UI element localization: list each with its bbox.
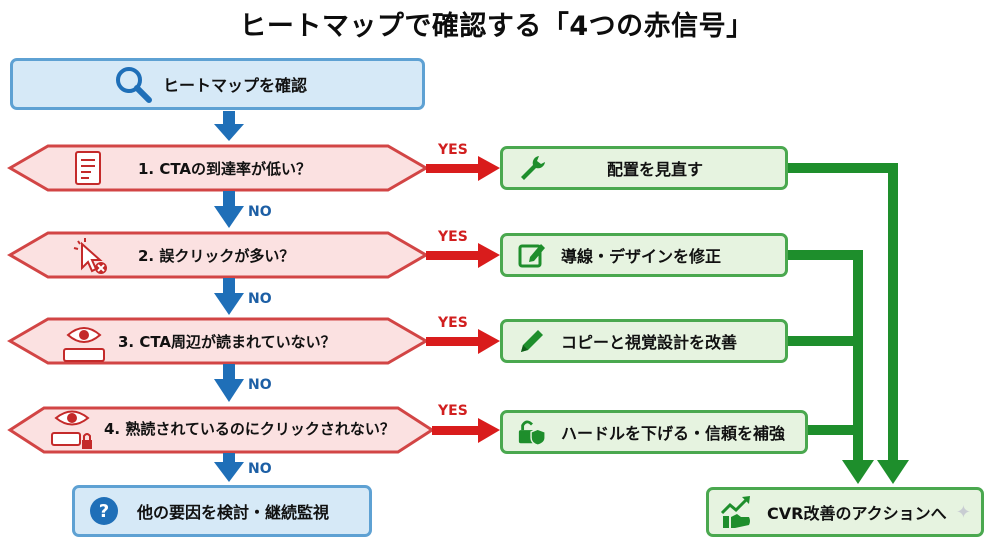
pencil-icon [517,326,547,356]
sparkle-icon: ✦ [955,502,971,523]
no-arrows [214,111,244,482]
action-4-label: ハードルを下げる・信頼を補強 [561,424,786,443]
edit-icon [517,240,547,270]
green-connectors [788,163,898,462]
result-box: CVR改善のアクションへ ✦ [706,487,984,537]
decision-4: 4. 熟読されているのにクリックされない？ [48,406,395,450]
start-label: ヒートマップを確認 [163,76,308,95]
no-label-4: NO [248,461,272,477]
action-3: コピーと視覚設計を改善 [500,319,788,363]
wrench-icon [517,153,547,183]
action-3-label: コピーと視覚設計を改善 [561,333,738,352]
decision-2-label: 2. 誤クリックが多い？ [138,246,295,265]
cursor-error-icon [70,236,110,276]
start-box: ヒートマップを確認 [10,58,425,110]
decision-1-label: 1. CTAの到達率が低い？ [138,159,312,178]
result-label: CVR改善のアクションへ [767,504,947,523]
action-2: 導線・デザインを修正 [500,233,788,277]
svg-text:?: ? [99,501,109,522]
growth-hand-icon [719,495,753,529]
no-label-2: NO [248,291,272,307]
decision-4-label: 4. 熟読されているのにクリックされない？ [104,419,395,438]
eye-button-icon [60,321,108,365]
no-label-3: NO [248,377,272,393]
no-label-1: NO [248,204,272,220]
document-icon [72,149,106,187]
action-4: ハードルを下げる・信頼を補強 [500,410,808,454]
end-box: ? 他の要因を検討・継続監視 [72,485,372,537]
yes-arrows [426,156,500,443]
decision-3-label: 3. CTA周辺が読まれていない？ [118,332,336,351]
yes-label-1: YES [438,142,468,158]
action-2-label: 導線・デザインを修正 [561,247,722,266]
yes-label-2: YES [438,229,468,245]
decision-2: 2. 誤クリックが多い？ [73,235,295,275]
magnifier-icon [113,64,153,104]
page-title: ヒートマップで確認する「4つの赤信号」 [239,11,754,42]
yes-label-3: YES [438,315,468,331]
unlock-shield-icon [517,417,547,447]
yes-label-4: YES [438,403,468,419]
question-icon: ? [89,496,119,526]
end-label: 他の要因を検討・継続監視 [137,503,330,522]
decision-3: 3. CTA周辺が読まれていない？ [60,321,336,362]
action-1: 配置を見直す [500,146,788,190]
decision-1: 1. CTAの到達率が低い？ [75,148,312,188]
action-1-label: 配置を見直す [607,160,704,179]
eye-lock-icon [48,406,96,454]
